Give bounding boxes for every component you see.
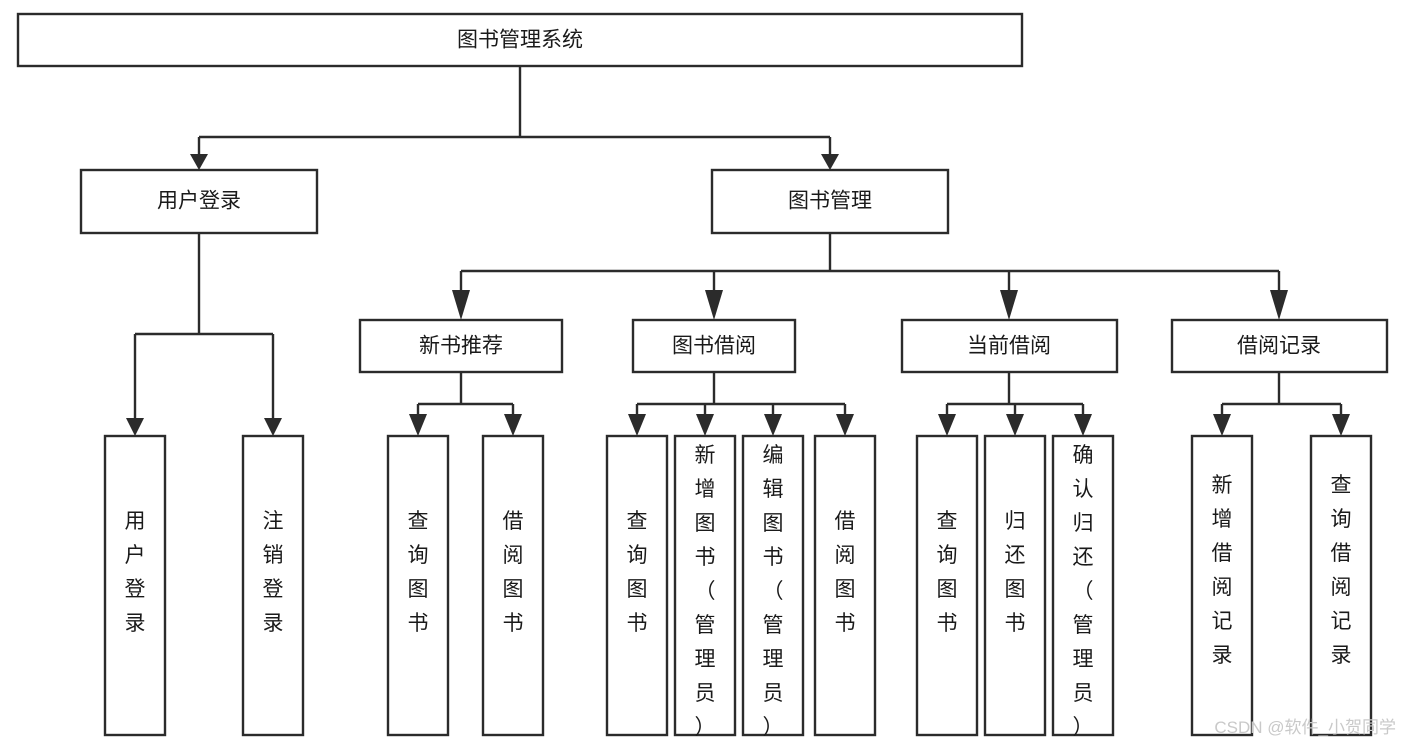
- node-leaf-user-login-label: 用户登录: [125, 510, 146, 635]
- node-book-manage-label: 图书管理: [788, 190, 872, 213]
- node-leaf-return-book[interactable]: 归还图书: [983, 434, 1047, 737]
- node-borrow-record-box[interactable]: [1170, 318, 1389, 374]
- node-leaf-query-book-3-box[interactable]: [915, 434, 979, 737]
- arrow-head-leaf-user-logout: [264, 418, 282, 436]
- node-leaf-add-record-box[interactable]: [1190, 434, 1254, 737]
- node-user-login-box[interactable]: [79, 168, 319, 235]
- node-current-borrow[interactable]: 当前借阅: [900, 318, 1119, 374]
- node-leaf-query-book-2[interactable]: 查询图书: [605, 434, 669, 737]
- node-leaf-borrow-book-1-label: 借阅图书: [503, 510, 524, 635]
- connector-root-bus: [197, 66, 832, 156]
- arrow-head-leaf-borrow-book-1: [504, 414, 522, 436]
- arrow-head-borrow-record: [1270, 290, 1288, 320]
- node-leaf-user-logout-box[interactable]: [241, 434, 305, 737]
- arrow-head-leaf-user-login: [126, 418, 144, 436]
- node-user-login-label: 用户登录: [157, 190, 241, 213]
- node-leaf-query-record[interactable]: 查询借阅记录: [1309, 434, 1373, 737]
- node-leaf-borrow-book-2-box[interactable]: [813, 434, 877, 737]
- arrow-head-leaf-confirm-return: [1074, 414, 1092, 436]
- node-new-book-rec[interactable]: 新书推荐: [358, 318, 564, 374]
- node-leaf-user-logout[interactable]: 注销登录: [241, 434, 305, 737]
- node-borrow-record[interactable]: 借阅记录: [1170, 318, 1389, 374]
- node-leaf-confirm-return[interactable]: 确认归还（管理员）: [1051, 434, 1115, 739]
- node-root-label: 图书管理系统: [457, 29, 583, 52]
- node-leaf-query-book-3[interactable]: 查询图书: [915, 434, 979, 737]
- node-leaf-edit-book-box[interactable]: [741, 434, 805, 737]
- connector-borrow-record-bus: [1220, 372, 1343, 416]
- connector-book-manage-bus: [459, 233, 1281, 292]
- node-leaf-add-book-label: 新增图书（管理员）: [695, 444, 716, 739]
- node-leaf-add-record[interactable]: 新增借阅记录: [1190, 434, 1254, 737]
- arrow-head-new-book-rec: [452, 290, 470, 320]
- connector-current-borrow-bus: [945, 372, 1085, 416]
- node-leaf-add-book[interactable]: 新增图书（管理员）: [673, 434, 737, 739]
- arrow-head-user-login: [190, 154, 208, 170]
- node-leaf-return-book-label: 归还图书: [1005, 510, 1026, 635]
- node-new-book-rec-label: 新书推荐: [419, 335, 503, 358]
- arrow-head-leaf-query-book-1: [409, 414, 427, 436]
- arrow-head-leaf-return-book: [1006, 414, 1024, 436]
- node-leaf-return-book-box[interactable]: [983, 434, 1047, 737]
- arrow-head-leaf-add-book: [696, 414, 714, 436]
- connector-layer: [126, 66, 1350, 436]
- node-leaf-user-logout-label: 注销登录: [263, 510, 284, 635]
- arrow-head-book-borrow: [705, 290, 723, 320]
- node-leaf-query-book-2-label: 查询图书: [627, 510, 648, 635]
- csdn-watermark: CSDN @软件_小贺同学: [1214, 718, 1396, 737]
- node-leaf-borrow-book-2[interactable]: 借阅图书: [813, 434, 877, 737]
- node-leaf-confirm-return-box[interactable]: [1051, 434, 1115, 737]
- node-leaf-confirm-return-label: 确认归还（管理员）: [1073, 444, 1094, 739]
- node-borrow-record-label: 借阅记录: [1237, 335, 1321, 358]
- node-book-borrow[interactable]: 图书借阅: [631, 318, 797, 374]
- arrow-head-leaf-edit-book: [764, 414, 782, 436]
- node-leaf-query-book-3-label: 查询图书: [937, 510, 958, 635]
- connector-user-login-bus: [133, 233, 275, 420]
- node-leaf-query-book-1-box[interactable]: [386, 434, 450, 737]
- arrow-head-leaf-borrow-book-2: [836, 414, 854, 436]
- arrow-head-leaf-query-book-3: [938, 414, 956, 436]
- node-leaf-borrow-book-1-box[interactable]: [481, 434, 545, 737]
- arrow-head-leaf-add-record: [1213, 414, 1231, 436]
- node-leaf-query-book-2-box[interactable]: [605, 434, 669, 737]
- arrow-head-leaf-query-record: [1332, 414, 1350, 436]
- node-root-box[interactable]: [16, 12, 1024, 68]
- connector-book-borrow-bus: [635, 372, 847, 416]
- arrow-head-leaf-query-book-2: [628, 414, 646, 436]
- node-leaf-borrow-book-2-label: 借阅图书: [835, 510, 856, 635]
- node-leaf-user-login[interactable]: 用户登录: [103, 434, 167, 737]
- node-leaf-query-book-1-label: 查询图书: [408, 510, 429, 635]
- node-current-borrow-label: 当前借阅: [967, 335, 1051, 358]
- node-book-borrow-label: 图书借阅: [672, 335, 756, 358]
- node-leaf-query-book-1[interactable]: 查询图书: [386, 434, 450, 737]
- node-leaf-edit-book-label: 编辑图书（管理员）: [763, 444, 784, 739]
- node-user-login[interactable]: 用户登录: [79, 168, 319, 235]
- node-book-manage-box[interactable]: [710, 168, 950, 235]
- node-leaf-query-record-label: 查询借阅记录: [1331, 474, 1352, 667]
- node-leaf-add-record-label: 新增借阅记录: [1212, 474, 1233, 667]
- node-leaf-query-record-box[interactable]: [1309, 434, 1373, 737]
- node-leaf-borrow-book-1[interactable]: 借阅图书: [481, 434, 545, 737]
- node-current-borrow-box[interactable]: [900, 318, 1119, 374]
- node-root[interactable]: 图书管理系统: [16, 12, 1024, 68]
- node-leaf-user-login-box[interactable]: [103, 434, 167, 737]
- node-leaf-edit-book[interactable]: 编辑图书（管理员）: [741, 434, 805, 739]
- node-book-manage[interactable]: 图书管理: [710, 168, 950, 235]
- node-new-book-rec-box[interactable]: [358, 318, 564, 374]
- arrow-head-current-borrow: [1000, 290, 1018, 320]
- connector-new-book-rec-bus: [416, 372, 515, 416]
- node-book-borrow-box[interactable]: [631, 318, 797, 374]
- arrow-head-book-manage: [821, 154, 839, 170]
- node-leaf-add-book-box[interactable]: [673, 434, 737, 737]
